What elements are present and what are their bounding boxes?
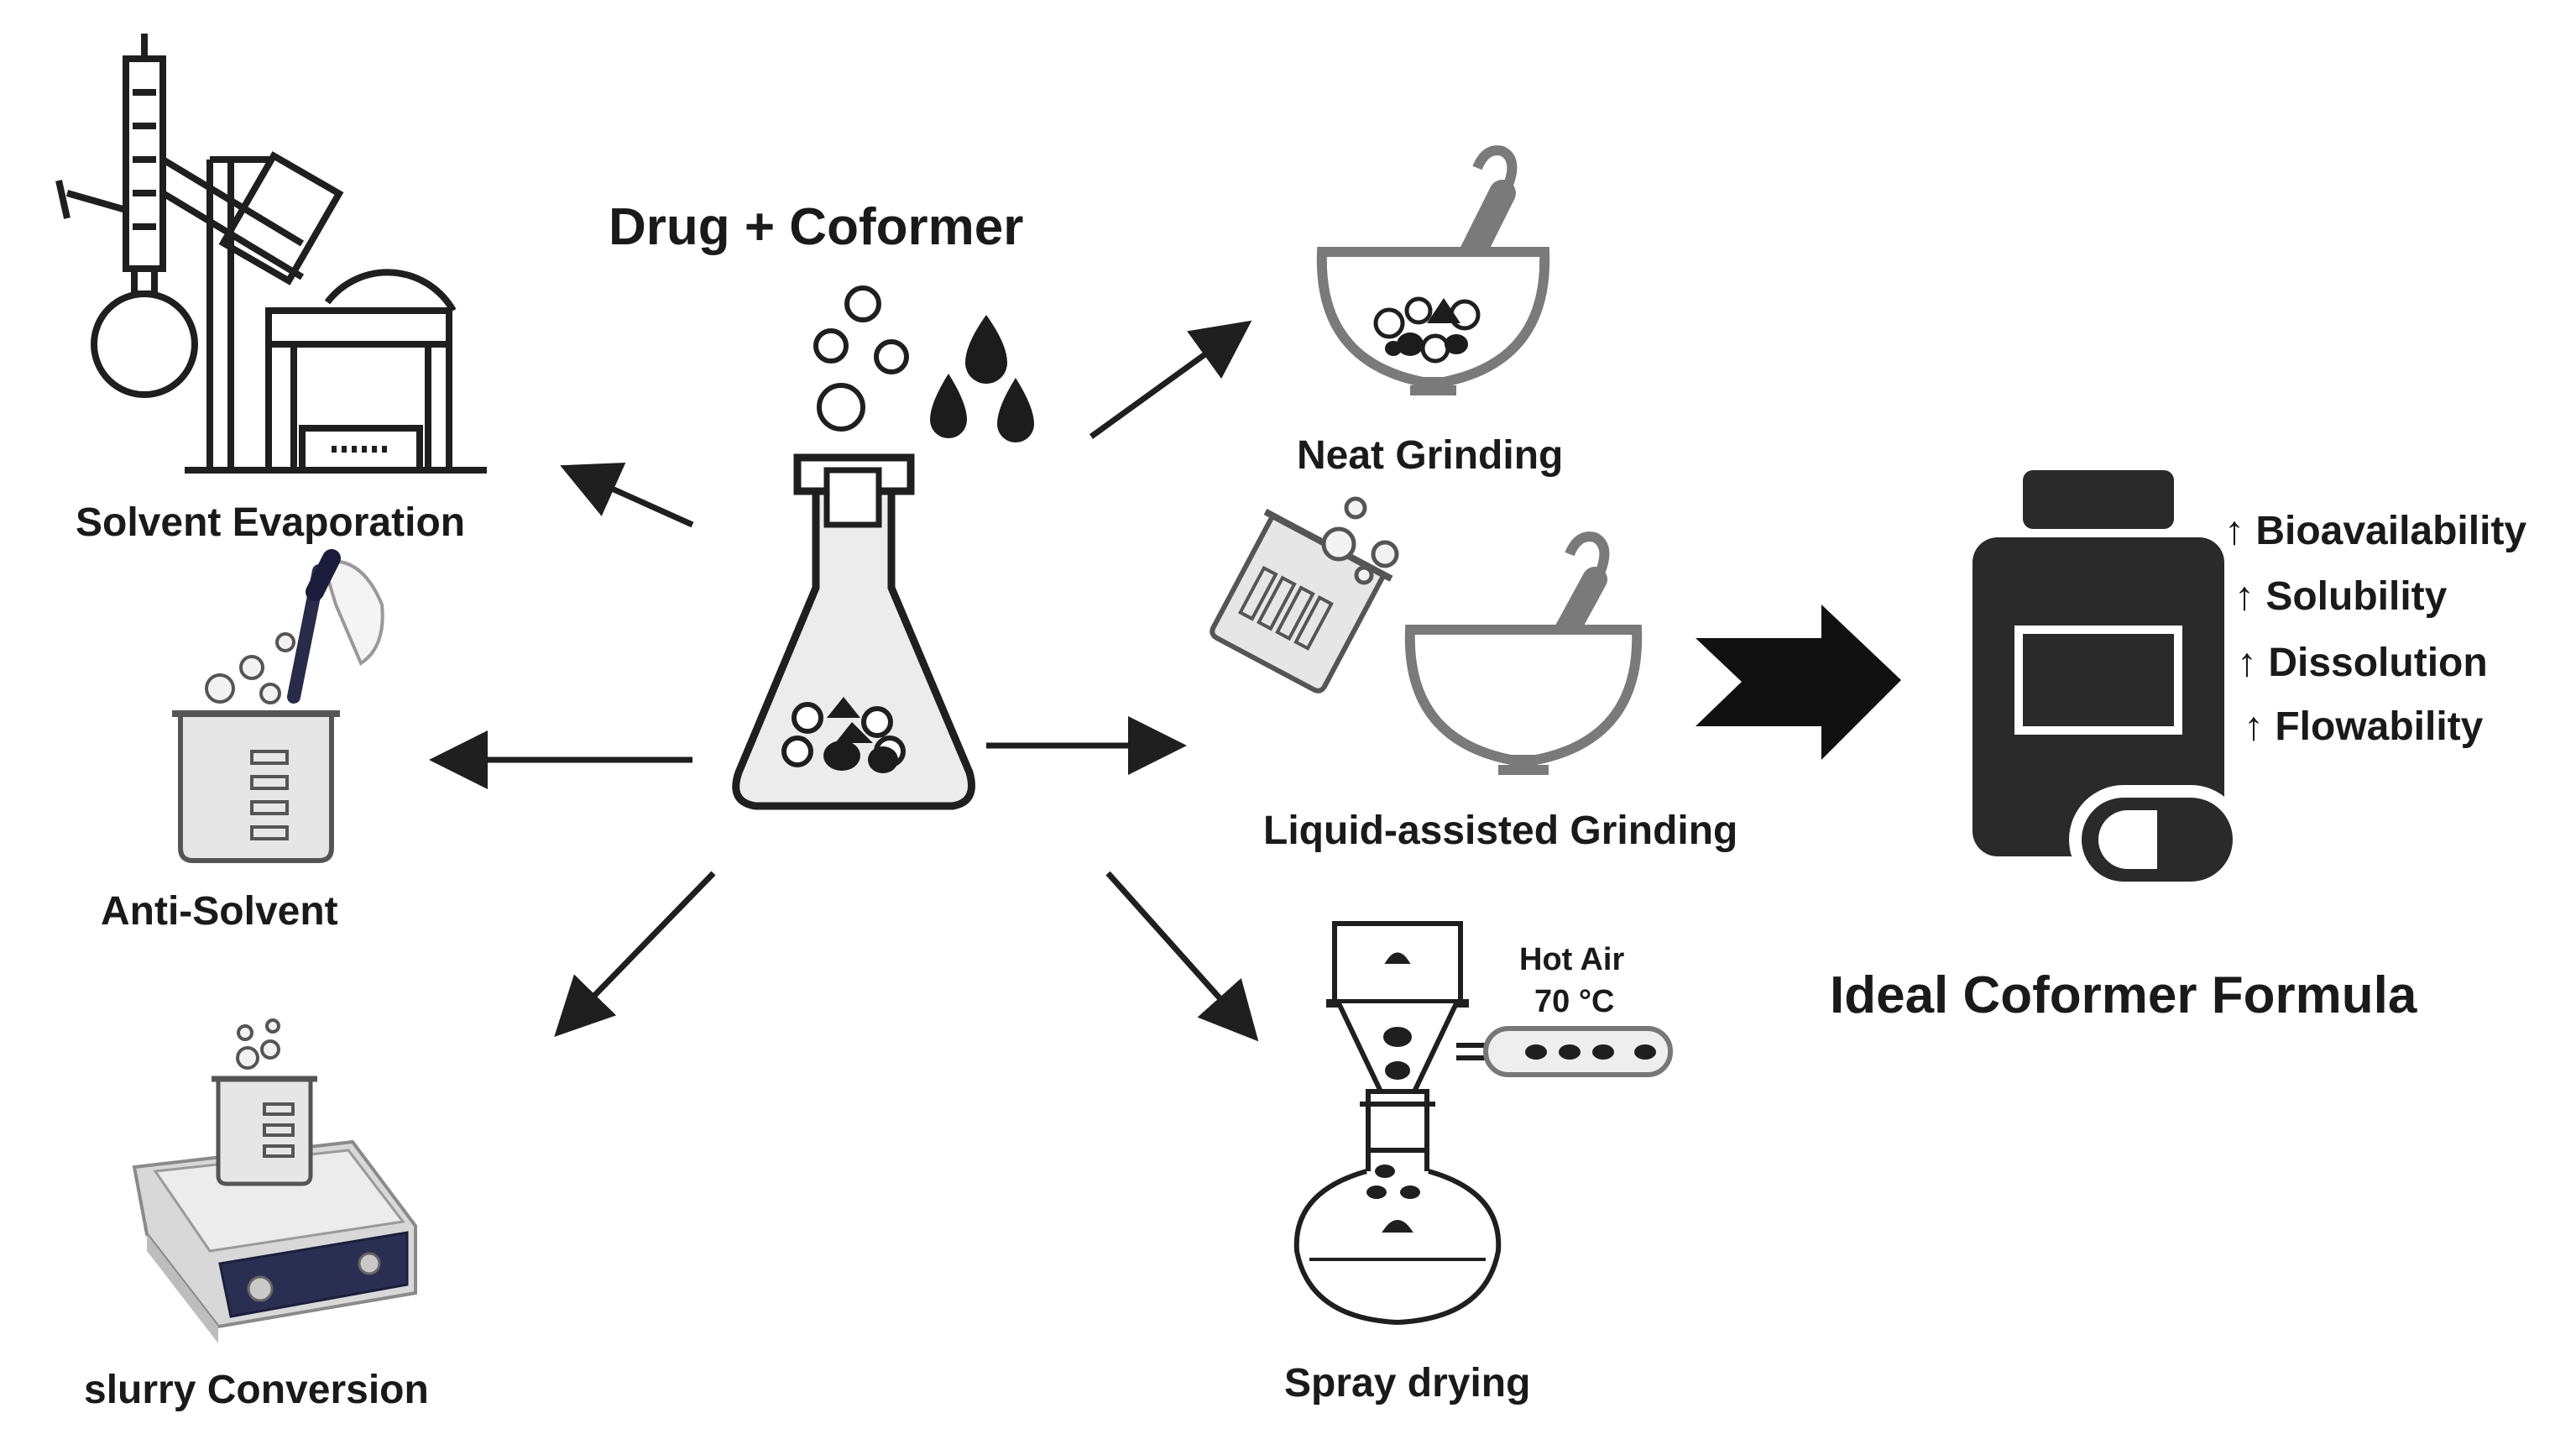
label-slurry-conversion: slurry Conversion [84, 1368, 429, 1412]
liquid-assisted-grinding-icon [1210, 496, 1643, 775]
arrow-to-slurry-conversion [554, 871, 716, 1038]
arrow-to-spray-drying [1105, 871, 1259, 1042]
hot-plate-stirrer-icon [132, 1018, 417, 1343]
label-neat-grinding: Neat Grinding [1297, 433, 1564, 478]
arrow-to-solvent-evaporation [560, 462, 694, 528]
erlenmeyer-flask-icon [732, 285, 1034, 810]
process-arrows [429, 320, 1259, 1042]
anti-solvent-beaker-icon [172, 549, 384, 863]
benefit-dissolution: ↑ Dissolution [2237, 641, 2488, 685]
benefit-flowability: ↑ Flowability [2244, 704, 2484, 749]
arrow-to-neat-grinding [1089, 320, 1252, 439]
label-liquid-assisted-grinding: Liquid-assisted Grinding [1263, 809, 1738, 853]
diagram-title: Drug + Coformer [609, 198, 1024, 256]
benefit-solubility: ↑ Solubility [2234, 574, 2448, 619]
label-temperature: 70 °C [1534, 984, 1615, 1019]
benefit-bioavailability: ↑ Bioavailability [2224, 509, 2527, 553]
spray-dryer-icon [1293, 921, 1673, 1326]
label-solvent-evaporation: Solvent Evaporation [76, 500, 466, 545]
mortar-pestle-neat-icon [1316, 145, 1550, 395]
big-arrow-icon [1696, 605, 1901, 760]
rotary-evaporator-icon [55, 34, 487, 474]
medicine-bottle-icon [1972, 470, 2245, 894]
outcome-title: Ideal Coformer Formula [1830, 966, 2417, 1024]
label-spray-drying: Spray drying [1284, 1361, 1531, 1405]
label-hot-air: Hot Air [1519, 942, 1625, 977]
label-anti-solvent: Anti-Solvent [101, 889, 338, 934]
